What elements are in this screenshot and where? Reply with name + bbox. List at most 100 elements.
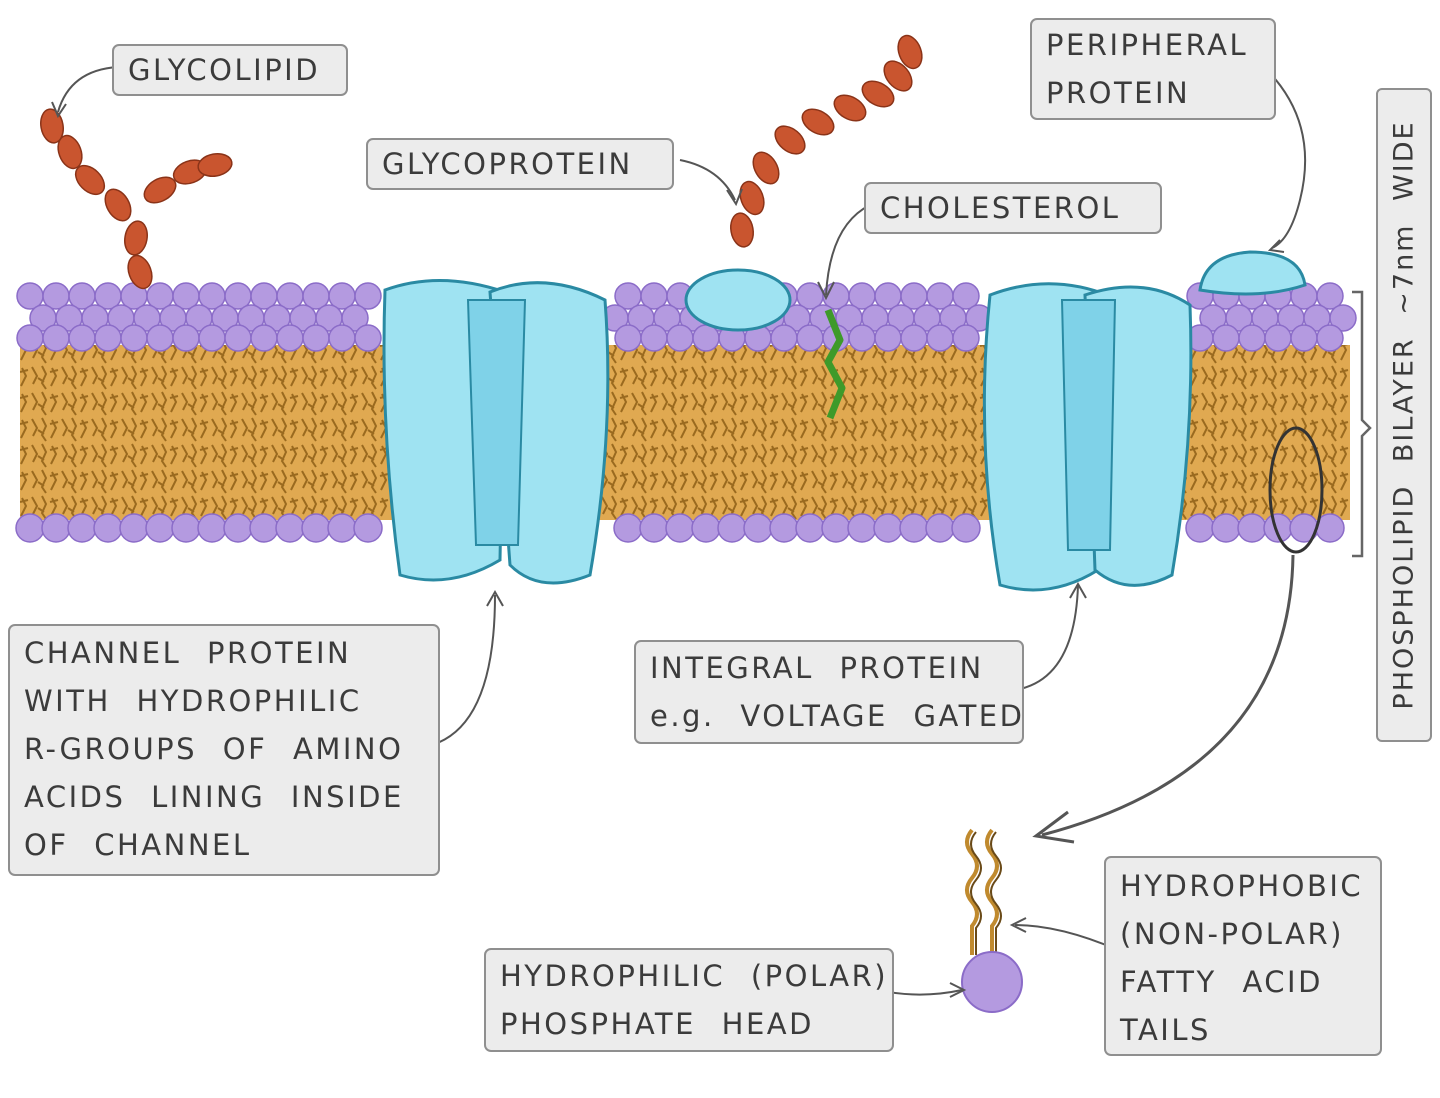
phosphate-head <box>1212 324 1240 352</box>
phosphate-head <box>874 324 902 352</box>
hydrophobic-tails-label: HYDROPHOBIC (NON-POLAR) FATTY ACID TAILS <box>1104 856 1382 1056</box>
phosphate-head <box>821 513 851 543</box>
phosphate-head <box>639 513 669 543</box>
cholesterol-shape <box>824 308 846 420</box>
phospholipid-highlight <box>1268 426 1324 554</box>
phosphate-head <box>952 324 980 352</box>
phosphate-head <box>847 513 877 543</box>
sugar-bead <box>197 153 233 177</box>
sugar-bead <box>801 108 835 136</box>
phosphate-head <box>900 324 928 352</box>
phosphate-head <box>951 513 981 543</box>
phosphate-head <box>224 324 252 352</box>
sugar-bead <box>57 134 83 170</box>
phosphate-head <box>770 324 798 352</box>
channel-protein-label: CHANNEL PROTEIN WITH HYDROPHILIC R-GROUP… <box>8 624 440 876</box>
phosphate-head <box>926 324 954 352</box>
single-phospholipid <box>961 828 1023 1013</box>
sugar-bead <box>861 80 895 108</box>
sugar-bead <box>752 151 780 185</box>
phosphate-head <box>1264 324 1292 352</box>
phosphate-head <box>328 324 356 352</box>
phosphate-head <box>197 513 227 543</box>
phosphate-head <box>223 513 253 543</box>
connector-arrows <box>51 64 1307 998</box>
phosphate-head <box>743 513 773 543</box>
sugar-bead <box>833 94 867 122</box>
phosphate-head <box>198 324 226 352</box>
phosphate-head <box>1238 324 1266 352</box>
phosphate-head <box>640 324 668 352</box>
channel-protein-shape <box>382 279 610 585</box>
phosphate-head <box>1329 304 1357 332</box>
phosphate-head <box>1185 513 1215 543</box>
phosphate-head <box>717 513 747 543</box>
phosphate-head <box>327 513 357 543</box>
sugar-bead <box>774 125 806 155</box>
phosphate-head <box>249 513 279 543</box>
phosphate-head <box>42 324 70 352</box>
phosphate-head <box>354 324 382 352</box>
glycoprotein-base <box>684 268 792 332</box>
sugar-bead <box>739 180 765 216</box>
phosphate-head <box>301 513 331 543</box>
phosphate-head <box>1316 282 1344 310</box>
phosphate-head <box>172 324 200 352</box>
bilayer-width-label: PHOSPHOLIPID BILAYER ~7nm WIDE <box>1376 88 1432 742</box>
phosphate-head <box>120 324 148 352</box>
peripheral-protein-label: PERIPHERAL PROTEIN <box>1030 18 1276 120</box>
sugar-bead <box>730 212 754 248</box>
phosphate-head <box>1237 513 1267 543</box>
sugar-bead <box>74 164 106 196</box>
phosphate-head <box>145 513 175 543</box>
phosphate-head <box>119 513 149 543</box>
phosphate-head <box>146 324 174 352</box>
sugar-bead <box>124 220 148 256</box>
peripheral-protein-shape <box>1198 250 1307 296</box>
phosphate-head <box>925 513 955 543</box>
bilayer-width-text: PHOSPHOLIPID BILAYER ~7nm WIDE <box>1388 120 1420 710</box>
glycoprotein-label: GLYCOPROTEIN <box>366 138 674 190</box>
outer-phosphate-head-layer <box>16 282 1357 352</box>
phosphate-head <box>1211 513 1241 543</box>
phosphate-head <box>275 513 305 543</box>
phosphate-head <box>665 513 695 543</box>
phosphate-head <box>68 324 96 352</box>
phosphate-head <box>952 282 980 310</box>
sugar-bead <box>143 176 177 204</box>
phosphate-head <box>692 324 720 352</box>
phosphate-head <box>613 513 643 543</box>
sugar-bead <box>883 60 913 92</box>
phosphate-head <box>354 282 382 310</box>
phosphate-head <box>614 324 642 352</box>
sugar-bead <box>104 188 132 222</box>
phosphate-head <box>795 513 825 543</box>
phosphate-head <box>250 324 278 352</box>
phosphate-head <box>67 513 97 543</box>
sugar-bead <box>127 254 153 290</box>
phosphate-head <box>276 324 304 352</box>
phosphate-head <box>873 513 903 543</box>
hydrophilic-head-label: HYDROPHILIC (POLAR) PHOSPHATE HEAD <box>484 948 894 1052</box>
bilayer-bracket <box>1352 290 1372 558</box>
phosphate-head <box>691 513 721 543</box>
phosphate-head <box>1290 324 1318 352</box>
integral-protein-shape <box>982 282 1193 592</box>
phosphate-head <box>302 324 330 352</box>
phosphate-head <box>171 513 201 543</box>
cholesterol-label: CHOLESTEROL <box>864 182 1162 234</box>
integral-protein-label: INTEGRAL PROTEIN e.g. VOLTAGE GATED <box>634 640 1024 744</box>
phosphate-head <box>341 304 369 332</box>
phosphate-head <box>769 513 799 543</box>
phosphate-head <box>93 513 123 543</box>
phosphate-head <box>16 324 44 352</box>
phosphate-head <box>666 324 694 352</box>
sugar-bead <box>897 34 923 70</box>
phosphate-head <box>1316 324 1344 352</box>
phosphate-head <box>41 513 71 543</box>
inner-phosphate-head-layer <box>15 513 1345 543</box>
phosphate-head <box>15 513 45 543</box>
phosphate-head <box>94 324 122 352</box>
phosphate-head <box>899 513 929 543</box>
